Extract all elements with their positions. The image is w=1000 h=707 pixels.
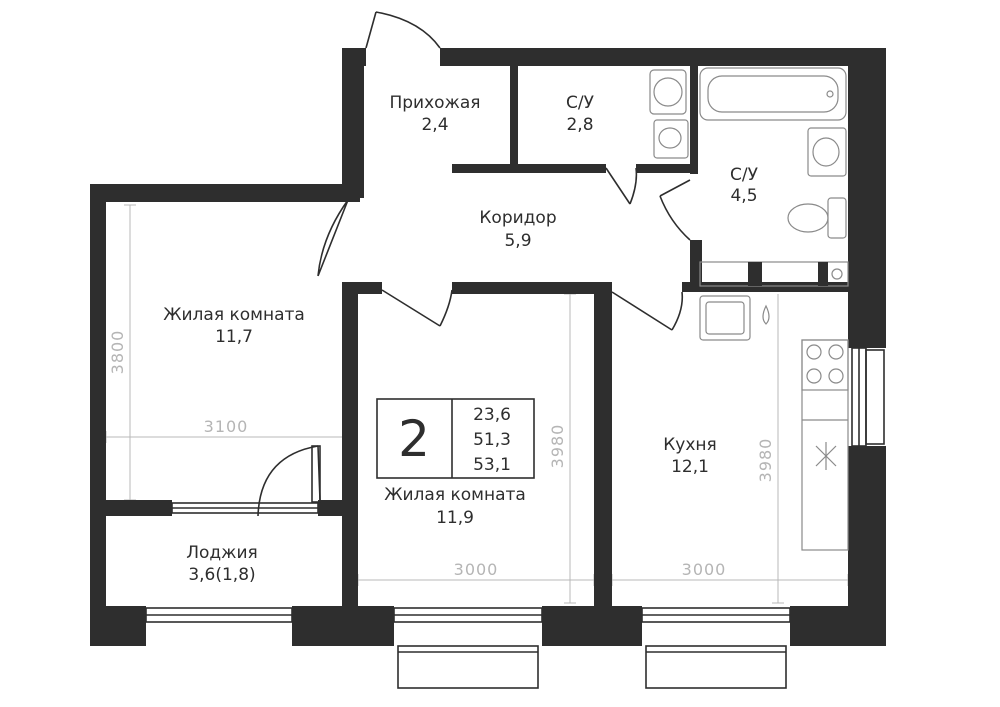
kitchen-name: Кухня [663, 435, 717, 455]
living-left-area: 11,7 [215, 327, 253, 347]
summary-badge: 2 23,6 51,3 53,1 [376, 398, 535, 479]
hallway-area: 2,4 [421, 115, 448, 135]
corridor-name: Коридор [479, 208, 556, 228]
doors [257, 11, 691, 517]
rooms-count: 2 [398, 410, 430, 468]
living-area: 23,6 [473, 405, 511, 425]
kitchen-width-label: 3000 [682, 560, 727, 579]
dimension-labels: 3800 3100 3980 3000 3980 3000 [108, 330, 775, 579]
windows [145, 347, 885, 689]
bathroom-large-area: 4,5 [730, 186, 757, 206]
total-with-loggia: 53,1 [473, 455, 511, 475]
living-center-name: Жилая комната [384, 485, 526, 505]
fixtures [649, 67, 849, 551]
walls [90, 48, 886, 646]
living-left-name: Жилая комната [163, 305, 305, 325]
loggia-area: 3,6(1,8) [188, 565, 255, 585]
corridor-area: 5,9 [504, 231, 531, 251]
kitchen-height-label: 3980 [756, 438, 775, 483]
center-height-label: 3980 [548, 424, 567, 469]
left-height-label: 3800 [108, 330, 127, 375]
living-center-area: 11,9 [436, 508, 474, 528]
bathroom-small-area: 2,8 [566, 115, 593, 135]
hallway-name: Прихожая [389, 93, 480, 113]
loggia-name: Лоджия [186, 543, 258, 563]
total-area: 51,3 [473, 430, 511, 450]
room-labels: Прихожая 2,4 С/У 2,8 С/У 4,5 Коридор 5,9… [163, 93, 758, 585]
center-width-label: 3000 [454, 560, 499, 579]
left-width-label: 3100 [204, 417, 249, 436]
kitchen-area: 12,1 [671, 457, 709, 477]
bathroom-large-name: С/У [730, 165, 759, 185]
bathroom-small-name: С/У [566, 93, 595, 113]
